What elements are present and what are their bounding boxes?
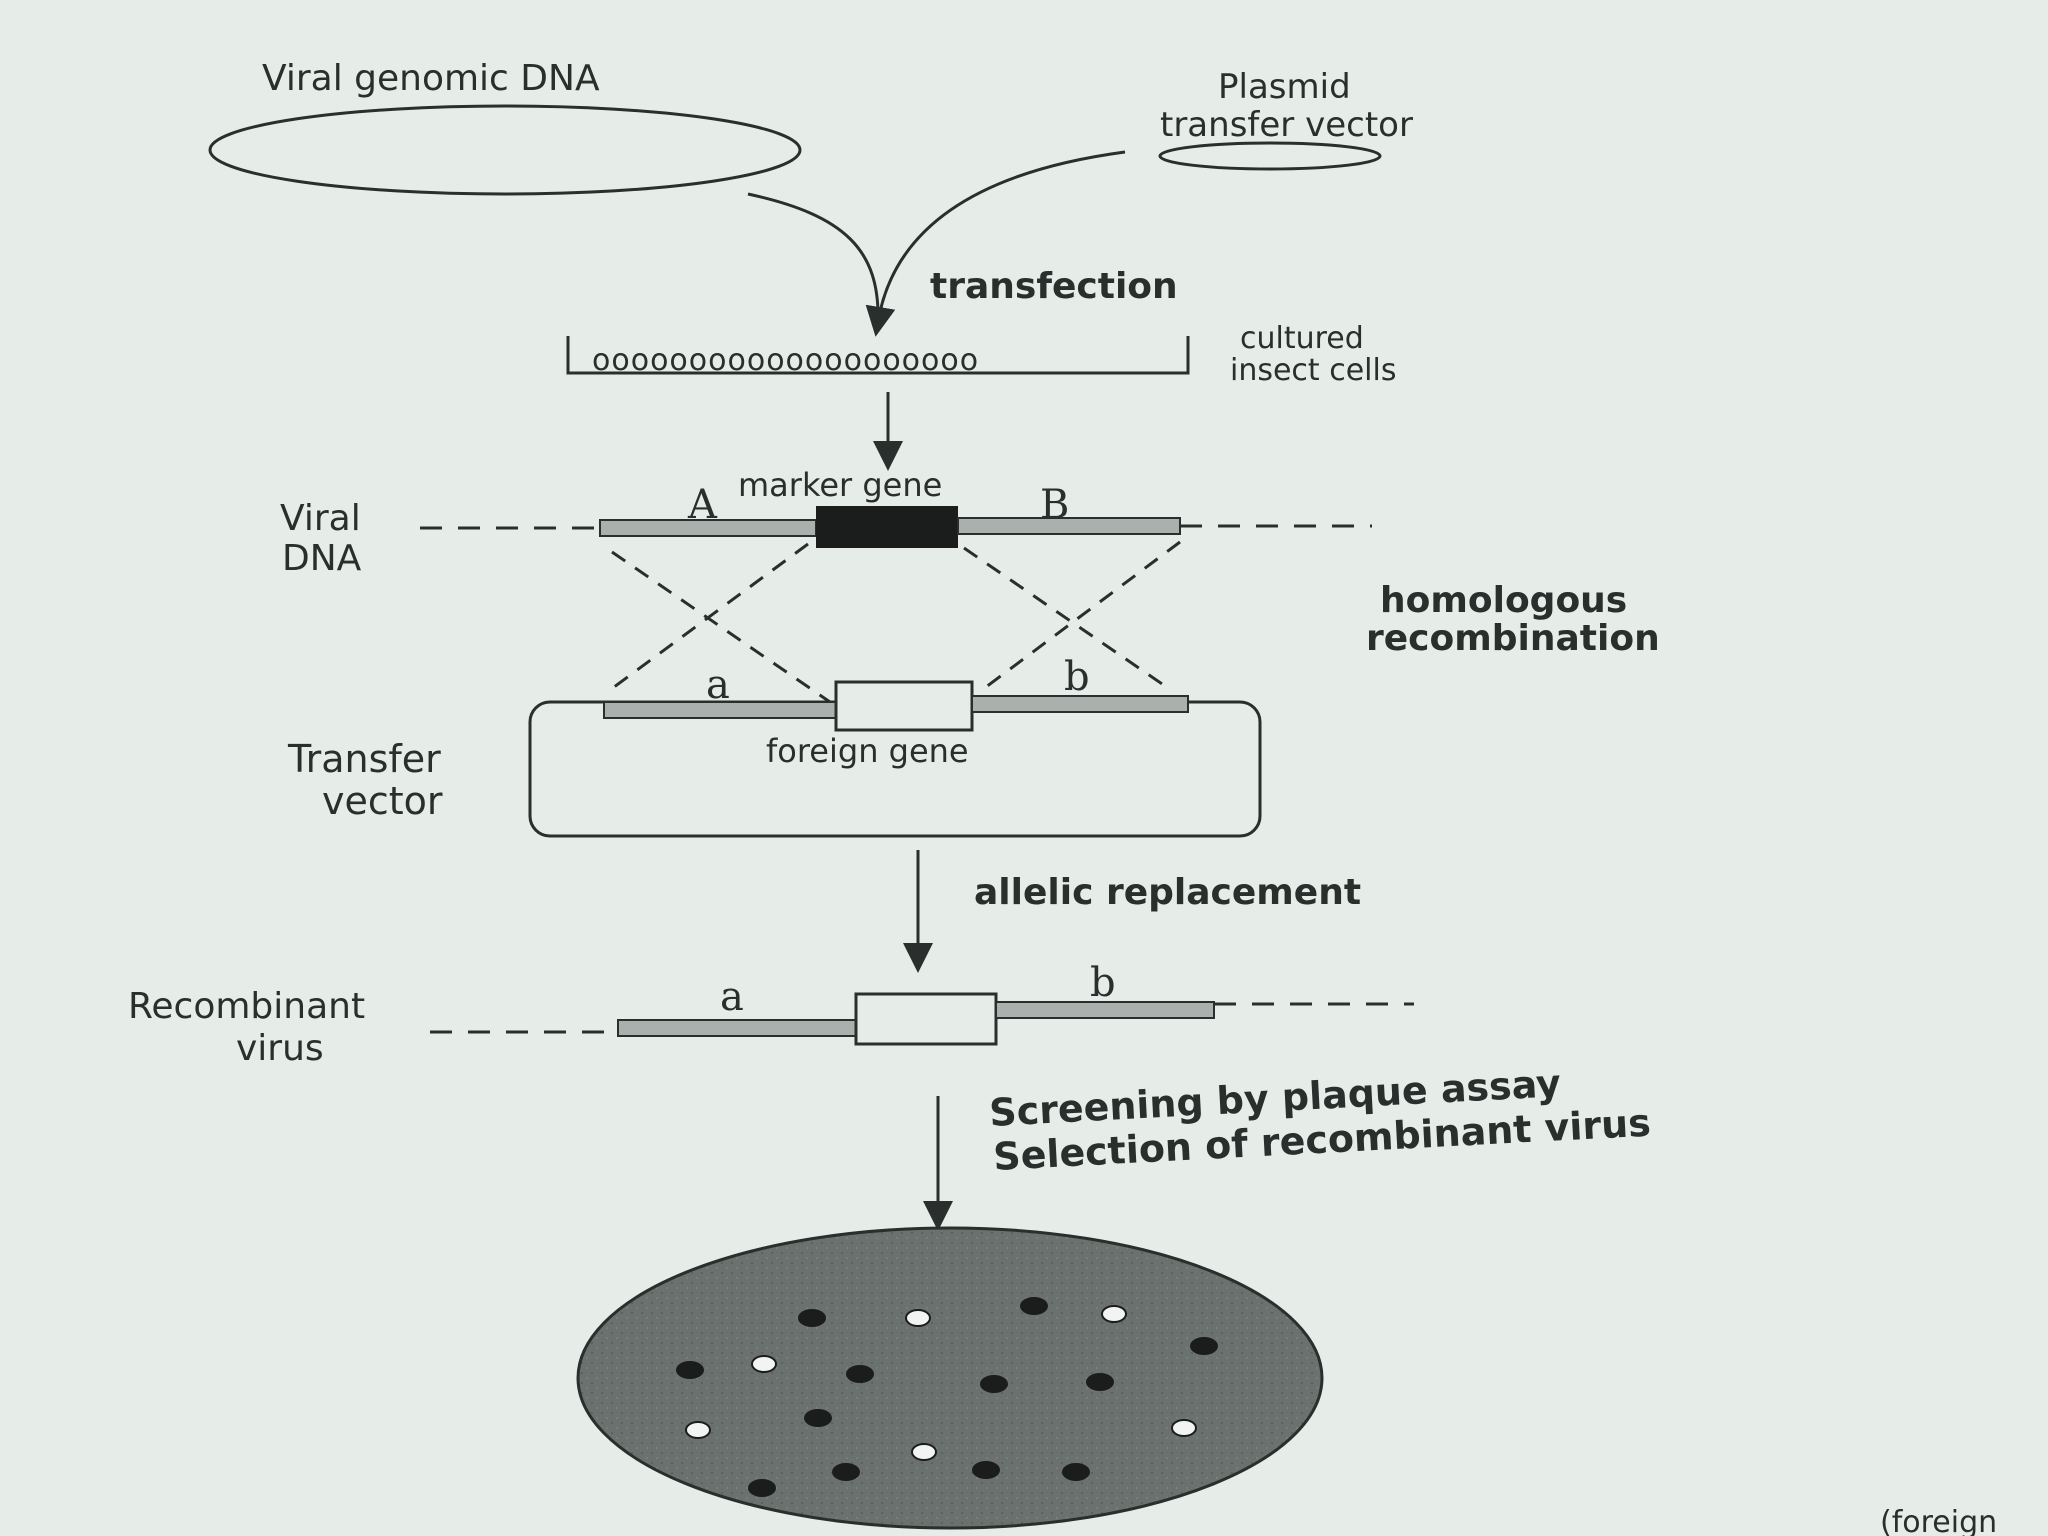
crossover-line-3 <box>963 546 1169 690</box>
allelic-replacement-label: allelic replacement <box>974 872 1361 913</box>
region-A-label: A <box>687 482 718 528</box>
homologous-label-line1: homologous <box>1380 580 1627 621</box>
foreign-gene-box <box>834 680 974 732</box>
plaque-clear <box>1101 1305 1127 1323</box>
crossover-line-2 <box>609 542 809 692</box>
plaque-clear <box>911 1443 937 1461</box>
plaque-plate <box>576 1226 1324 1530</box>
viral-dna-curve <box>747 192 880 323</box>
viral-dna-label-line2: DNA <box>282 538 362 579</box>
footer-fragment-text: (foreign <box>1880 1505 1997 1536</box>
plaque-dark <box>972 1461 1000 1479</box>
plasmid-ellipse <box>1158 141 1382 171</box>
plaque-clear <box>685 1421 711 1439</box>
region-b-label: b <box>1064 654 1090 700</box>
plaque-clear <box>1171 1419 1197 1437</box>
viral-dna-label-line1: Viral <box>280 498 361 539</box>
marker-gene-label: marker gene <box>738 466 942 504</box>
cultured-label-line2: insect cells <box>1230 353 1396 388</box>
crossover-line-4 <box>981 540 1181 692</box>
recombinant-a-label: a <box>720 974 744 1020</box>
plaque-dark <box>1062 1463 1090 1481</box>
transfer-vector-label-line2: vector <box>322 779 443 823</box>
plasmid-label-line2: transfer vector <box>1160 105 1413 145</box>
plaque-dark <box>798 1309 826 1327</box>
plaques <box>676 1297 1218 1497</box>
marker-gene-block <box>816 506 958 548</box>
recombinant-label-line2: virus <box>236 1028 324 1069</box>
viral-genomic-dna-label: Viral genomic DNA <box>262 58 600 99</box>
region-a-label: a <box>706 662 730 708</box>
region-B-label: B <box>1040 482 1069 528</box>
plaque-clear <box>751 1355 777 1373</box>
recombinant-foreign-gene-box <box>854 992 998 1046</box>
transfection-label: transfection <box>930 266 1178 307</box>
recombinant-label-line1: Recombinant <box>128 986 365 1027</box>
transfer-vector-label-line1: Transfer <box>287 737 441 781</box>
recombinant-b-label: b <box>1090 960 1116 1006</box>
plaque-dark <box>676 1361 704 1379</box>
transfer-vector-region-b <box>971 695 1189 713</box>
plaque-dark <box>1190 1337 1218 1355</box>
insect-cell-row: oooooooooooooooooooo <box>592 343 979 378</box>
transfection-arrow <box>865 150 1126 337</box>
plasmid-label-line1: Plasmid <box>1218 67 1351 107</box>
plaque-dark <box>804 1409 832 1427</box>
culture-dish <box>566 336 1190 375</box>
plaque-dark <box>1086 1373 1114 1391</box>
foreign-gene-label: foreign gene <box>766 732 969 770</box>
recombinant-region-b <box>995 1001 1215 1019</box>
plaque-dark <box>980 1375 1008 1393</box>
plaque-dark <box>1020 1297 1048 1315</box>
viral-genomic-dna-ellipse <box>208 104 802 196</box>
viral-dna-region-B <box>957 517 1181 535</box>
homologous-label-line2: recombination <box>1366 618 1660 659</box>
plaque-clear <box>905 1309 931 1327</box>
cultured-label-line1: cultured <box>1240 321 1364 356</box>
plaque-dark <box>846 1365 874 1383</box>
plaque-dark <box>832 1463 860 1481</box>
plaque-dark <box>748 1479 776 1497</box>
recombinant-region-a <box>617 1019 857 1037</box>
